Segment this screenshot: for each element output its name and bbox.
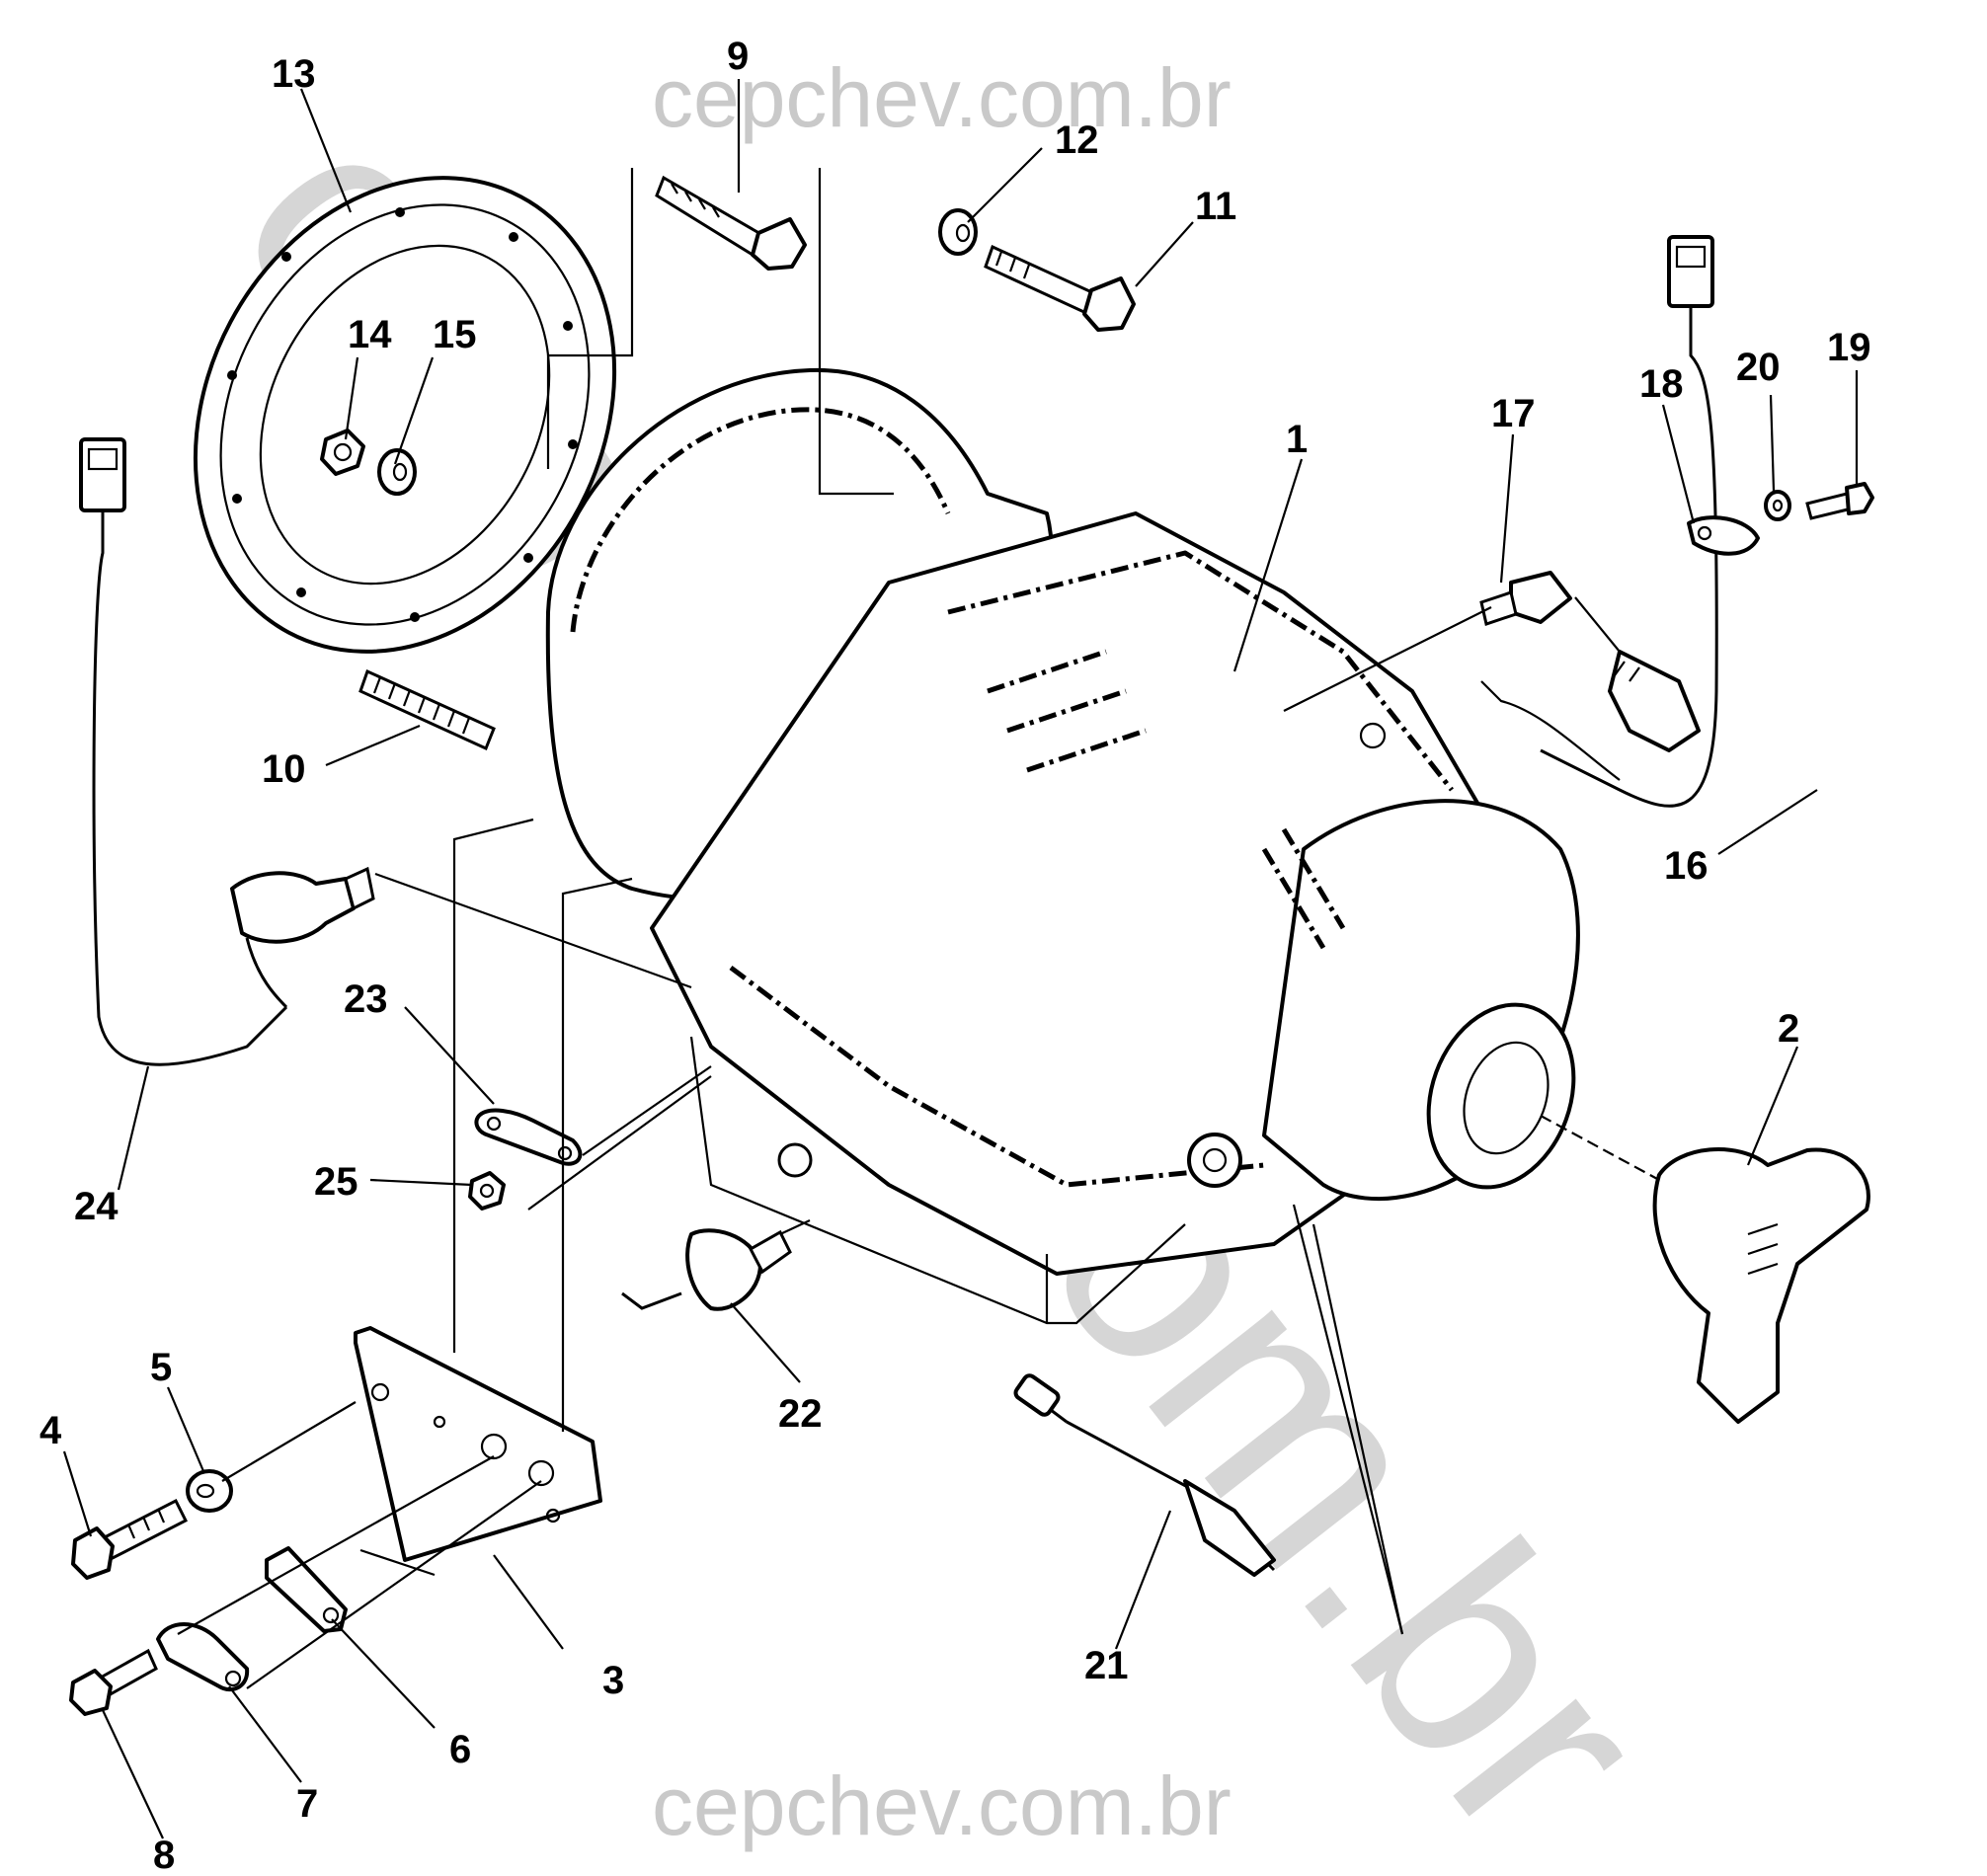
callout-13: 13 [272, 52, 316, 96]
bracket-6 [265, 1546, 348, 1633]
callout-9: 9 [727, 35, 749, 78]
callout-11: 11 [1195, 185, 1236, 228]
clip-7 [156, 1622, 250, 1692]
mount-bracket [354, 1326, 602, 1562]
bolt-11 [984, 244, 1136, 332]
flexplate-washer [377, 448, 417, 496]
callout-15: 15 [433, 313, 477, 356]
callout-5: 5 [150, 1346, 172, 1389]
leader-lines [62, 79, 1859, 1839]
stud-10 [358, 668, 496, 751]
speed-sensor-16 [1608, 650, 1701, 752]
bolt-8 [69, 1648, 158, 1716]
bolt-4 [71, 1498, 189, 1580]
callout-1: 1 [1286, 418, 1308, 461]
watermark-top: cepchev.com.br [652, 51, 1232, 144]
callout-22: 22 [778, 1392, 823, 1436]
washer-5 [186, 1469, 233, 1513]
callout-19: 19 [1827, 326, 1871, 369]
bolt-9 [655, 175, 807, 271]
callout-3: 3 [602, 1659, 624, 1702]
washer-12 [938, 208, 978, 256]
callout-6: 6 [449, 1728, 471, 1771]
sensor-21 [1013, 1373, 1276, 1577]
clip-23 [474, 1108, 583, 1166]
callout-14: 14 [348, 313, 392, 356]
bolt-19 [1805, 482, 1874, 520]
callout-21: 21 [1084, 1644, 1129, 1687]
harness-24 [79, 437, 288, 1066]
callout-7: 7 [296, 1782, 318, 1826]
callout-10: 10 [262, 747, 306, 791]
watermark-bottom: cepchev.com.br [652, 1759, 1232, 1852]
callout-12: 12 [1055, 118, 1099, 162]
callout-20: 20 [1736, 346, 1781, 389]
nut-25 [468, 1171, 506, 1211]
callout-4: 4 [40, 1409, 62, 1452]
switch-22 [621, 1219, 811, 1311]
callout-17: 17 [1491, 392, 1536, 435]
callout-8: 8 [153, 1834, 175, 1876]
callout-23: 23 [344, 977, 388, 1021]
callout-25: 25 [314, 1160, 358, 1204]
callout-24: 24 [74, 1185, 119, 1228]
callout-18: 18 [1639, 362, 1684, 406]
callout-2: 2 [1778, 1007, 1799, 1051]
drive-yoke [1652, 1147, 1870, 1424]
fitting-17 [1479, 571, 1572, 626]
transmission-case [545, 367, 1580, 1325]
callout-16: 16 [1664, 844, 1709, 888]
flexplate [193, 176, 617, 654]
callout-labels: 13 9 12 11 14 15 10 1 17 18 20 19 16 2 2… [40, 35, 1871, 1876]
clip-18 [1687, 515, 1760, 556]
washer-20 [1764, 490, 1791, 521]
sensor-24 [230, 866, 375, 1009]
